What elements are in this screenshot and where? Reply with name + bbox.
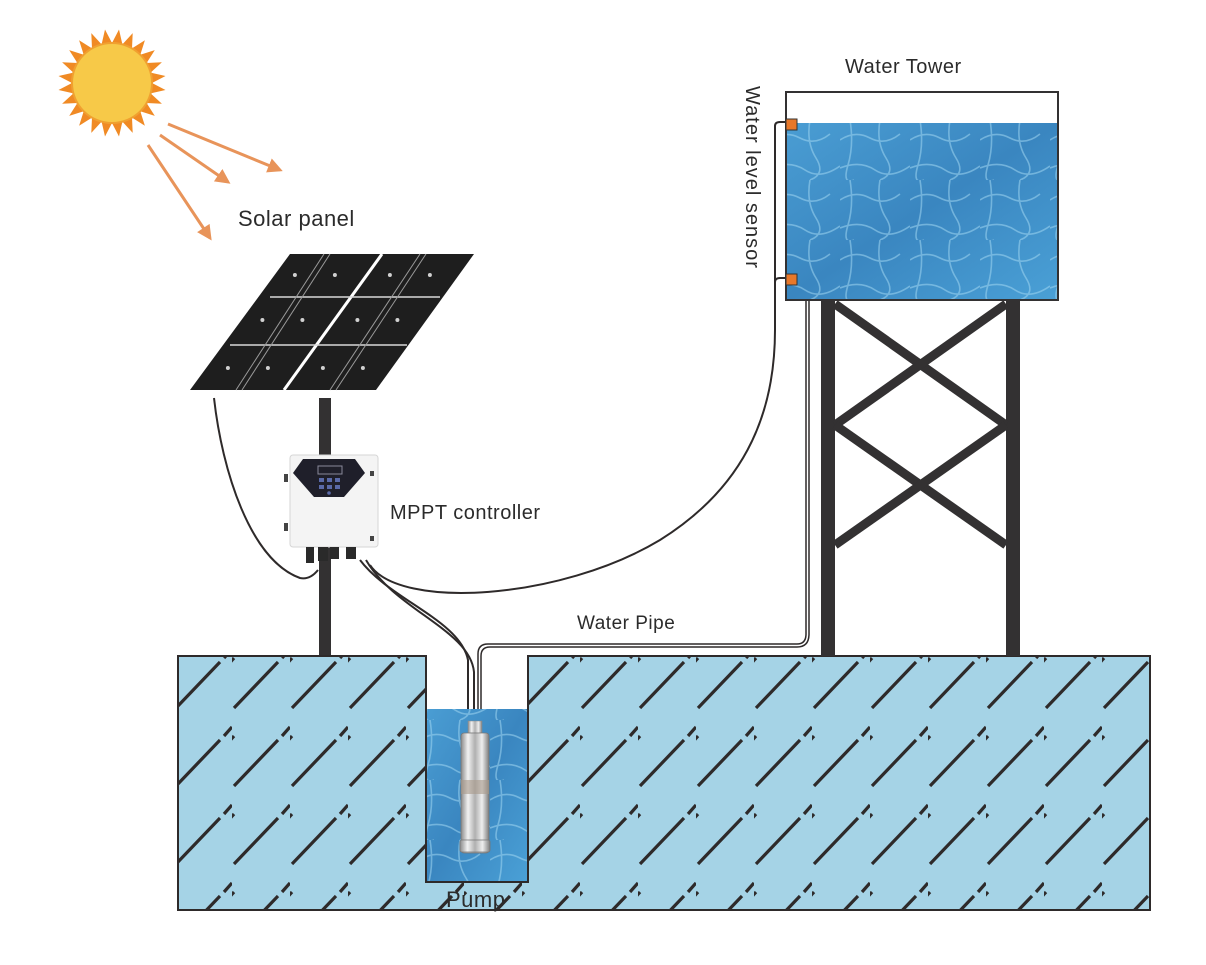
- panel-cell-glint: [292, 273, 297, 277]
- panel-cell-glint: [387, 273, 392, 277]
- sun-ray: [167, 122, 283, 173]
- ground: [177, 655, 1151, 911]
- water-level-sensor: [785, 118, 798, 286]
- panel-cell-glint: [395, 318, 400, 322]
- panel-cell-glint: [427, 273, 432, 277]
- cable-controller-to-pump: [359, 559, 469, 720]
- sunlight-rays: [146, 122, 283, 241]
- panel-cell-glint: [332, 273, 337, 277]
- solar-panel-label: Solar panel: [238, 206, 355, 231]
- cable-panel-to-controller: [213, 397, 319, 580]
- panel-cell-glint: [265, 366, 270, 370]
- sensor-high: [785, 118, 798, 131]
- water-tower-label: Water Tower: [845, 56, 962, 78]
- cable-controller-to-sensor: [369, 277, 790, 594]
- sun-ray: [159, 133, 231, 184]
- panel-cell-glint: [300, 318, 305, 322]
- panel-cell-glint: [360, 366, 365, 370]
- panel-cell-glint: [225, 366, 230, 370]
- water-pipe: [477, 300, 807, 720]
- sensor-low: [785, 273, 798, 286]
- panel-cell-glint: [260, 318, 265, 322]
- cable-controller-to-pump-2: [365, 559, 475, 720]
- pump-label: Pump: [446, 887, 506, 912]
- pump: [459, 720, 491, 854]
- solar-panel: [190, 253, 474, 391]
- sun-icon: [58, 29, 166, 137]
- sun-ray: [146, 144, 212, 241]
- water-level-sensor-label: Water level sensor: [741, 86, 763, 269]
- cables: [213, 121, 790, 720]
- panel-cell-glint: [320, 366, 325, 370]
- mppt-controller-label: MPPT controller: [390, 502, 541, 524]
- water-tower: [785, 91, 1059, 656]
- panel-cell-glint: [355, 318, 360, 322]
- mppt-controller: [284, 454, 379, 563]
- water-pipe-label: Water Pipe: [577, 613, 676, 634]
